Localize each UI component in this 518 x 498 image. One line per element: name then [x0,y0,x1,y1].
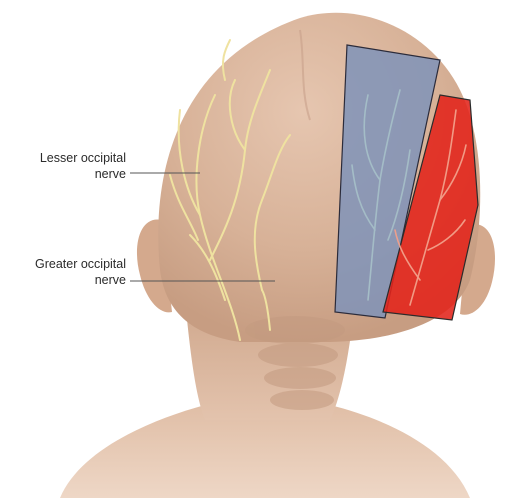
lesser-occipital-line-2: nerve [6,166,126,182]
lesser-occipital-nerve-label: Lesser occipital nerve [6,150,126,182]
greater-occipital-nerve-label: Greater occipital nerve [6,256,126,288]
greater-occipital-line-2: nerve [6,272,126,288]
greater-occipital-line-1: Greater occipital [6,256,126,272]
lesser-occipital-line-1: Lesser occipital [6,150,126,166]
